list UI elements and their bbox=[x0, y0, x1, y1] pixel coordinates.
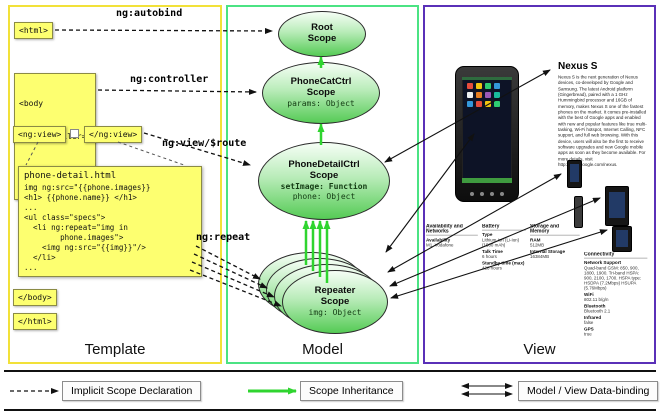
spec-value: Lithium Ion (Li-Ion) (1500 mAh) bbox=[482, 237, 520, 248]
phone-thumbnail bbox=[612, 226, 632, 252]
phone-screen bbox=[462, 77, 512, 183]
spec-value: false bbox=[584, 320, 594, 326]
spec-label: Infrared bbox=[584, 315, 602, 321]
root-scope-ellipse: Root Scope bbox=[278, 11, 366, 57]
scope-name: Scope bbox=[306, 86, 336, 98]
spec-col-battery: Battery Type Lithium Ion (Li-Ion) (1500 … bbox=[482, 224, 526, 271]
spec-header: Battery bbox=[482, 224, 526, 231]
spec-col-availability: Availability and Networks Availability M… bbox=[426, 224, 478, 248]
code-html-open: <html> bbox=[14, 22, 53, 39]
scope-name: Scope bbox=[320, 295, 350, 307]
code-ngview-open: <ng:view> bbox=[13, 126, 67, 143]
scope-name: PhoneCatCtrl bbox=[290, 75, 352, 87]
spec-header: Connectivity bbox=[584, 252, 648, 259]
phonecatctrl-scope-ellipse: PhoneCatCtrl Scope params: Object bbox=[262, 62, 380, 124]
spec-label: Bluetooth bbox=[584, 303, 606, 309]
label-ng-autobind: ng:autobind bbox=[116, 8, 183, 19]
phonedetailctrl-scope-ellipse: PhoneDetailCtrl Scope setImage: Function… bbox=[258, 142, 390, 220]
spec-header: Storage and Memory bbox=[530, 224, 580, 236]
code-ngview-close: </ng:view> bbox=[84, 126, 143, 143]
code-line: <body bbox=[19, 99, 44, 108]
code-html-close: </html> bbox=[13, 313, 57, 330]
scope-property: setImage: Function bbox=[280, 181, 368, 191]
phone-thumbnail bbox=[567, 160, 582, 188]
template-caption: Template bbox=[84, 341, 146, 358]
spec-value: 428 hours bbox=[482, 265, 502, 271]
spec-label: GPS bbox=[584, 326, 594, 332]
spec-value: 802.11 b/g/n bbox=[584, 297, 609, 303]
spec-header: Availability and Networks bbox=[426, 224, 478, 236]
model-caption: Model bbox=[302, 341, 343, 358]
legend-data-binding: Model / View Data-binding bbox=[518, 381, 659, 401]
phone-dock bbox=[462, 178, 512, 183]
legend-implicit-scope: Implicit Scope Declaration bbox=[62, 381, 202, 401]
spec-value: 512MB bbox=[530, 242, 545, 248]
label-ng-controller: ng:controller bbox=[130, 74, 209, 85]
scope-name: Repeater bbox=[314, 284, 356, 296]
label-ng-repeat: ng:repeat bbox=[196, 232, 251, 243]
scope-name: PhoneDetailCtrl bbox=[288, 158, 360, 170]
view-caption: View bbox=[523, 341, 556, 358]
phone-detail-template-code: phone-detail.html img ng:src="{{phone.im… bbox=[18, 166, 202, 277]
code-body-close: </body> bbox=[13, 289, 57, 306]
code-line: <ul class="specs"> bbox=[24, 213, 106, 222]
phone-statusbar bbox=[462, 77, 512, 80]
spec-col-connectivity: Connectivity Network Support Quad-band G… bbox=[584, 252, 648, 337]
code-line: </li> bbox=[24, 253, 56, 262]
product-description: Nexus S is the next generation of Nexus … bbox=[558, 75, 647, 168]
spec-value: true bbox=[584, 331, 592, 337]
code-line: <img ng:src="{{img}}"/> bbox=[24, 243, 146, 252]
label-ng-view-route: ng:view/$route bbox=[162, 138, 247, 149]
scope-name: Scope bbox=[307, 33, 337, 44]
spec-value: Bluetooth 2.1 bbox=[584, 308, 611, 314]
code-line: ... bbox=[24, 203, 38, 212]
scope-property: phone: Object bbox=[292, 191, 356, 201]
phone-nav-buttons bbox=[456, 192, 518, 196]
code-line: <li ng:repeat="img in bbox=[24, 223, 128, 232]
spec-value: Quad-band GSM: 850, 900, 1800, 1900. Tri… bbox=[584, 265, 642, 291]
legend-scope-inheritance: Scope Inheritance bbox=[300, 381, 403, 401]
spec-col-storage: Storage and Memory RAM 512MB Internal St… bbox=[530, 224, 580, 259]
spec-value: 16384MB bbox=[530, 254, 550, 260]
code-file-title: phone-detail.html bbox=[24, 171, 117, 181]
scope-name: Root bbox=[311, 22, 333, 34]
scope-property: img: Object bbox=[308, 307, 362, 317]
phone-thumbnail bbox=[605, 186, 629, 226]
phone-image bbox=[455, 66, 519, 202]
code-line: img ng:src="{{phone.images}} bbox=[24, 183, 151, 192]
spec-value: M1, Vodafone bbox=[426, 242, 454, 248]
ngview-placeholder-icon bbox=[70, 129, 79, 138]
product-title: Nexus S bbox=[558, 61, 598, 72]
scope-property: params: Object bbox=[287, 98, 355, 108]
code-line: <h1> {{phone.name}} </h1> bbox=[24, 193, 137, 202]
scope-name: Scope bbox=[309, 169, 339, 181]
code-line: ... bbox=[24, 263, 38, 272]
repeater-scope-ellipse: Repeater Scope img: Object bbox=[282, 270, 388, 334]
code-line: phone.images"> bbox=[24, 233, 124, 242]
spec-value: 6 hours bbox=[482, 254, 497, 260]
